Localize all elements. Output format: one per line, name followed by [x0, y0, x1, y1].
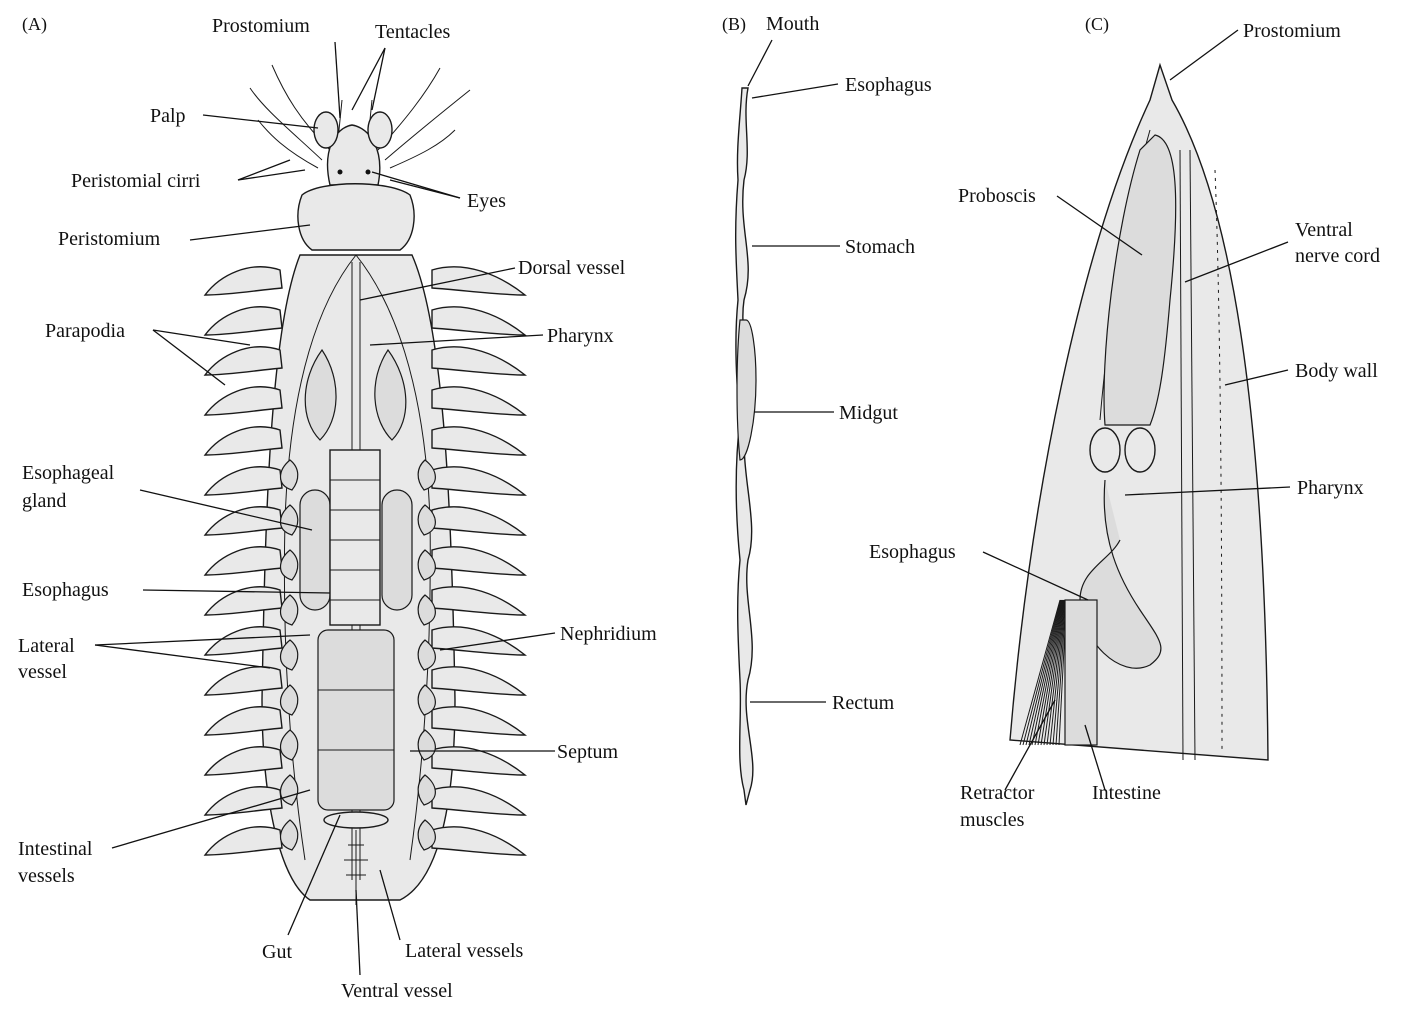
label-midgut: Midgut	[839, 402, 898, 424]
parapodium-left	[205, 827, 282, 855]
label-esophageal-gland-line2: gland	[22, 490, 66, 512]
label-prostomium-c: Prostomium	[1243, 20, 1341, 42]
label-proboscis: Proboscis	[958, 185, 1036, 207]
label-prostomium-a: Prostomium	[212, 15, 310, 37]
parapodium-right	[432, 827, 525, 855]
label-lateral-vessel-line1: Lateral	[18, 635, 75, 657]
label-ventral-nerve-cord-line1: Ventral	[1295, 219, 1353, 241]
panel-c-drawing	[1010, 65, 1268, 760]
label-esophagus-a: Esophagus	[22, 579, 109, 601]
label-rectum: Rectum	[832, 692, 895, 714]
label-esophageal-gland-line1: Esophageal	[22, 462, 115, 484]
parapodium-left	[205, 387, 282, 415]
parapodium-left	[205, 347, 282, 375]
label-mouth: Mouth	[766, 13, 819, 35]
label-peristomial-cirri: Peristomial cirri	[71, 170, 201, 192]
label-body-wall: Body wall	[1295, 360, 1378, 382]
label-nephridium: Nephridium	[560, 623, 657, 645]
parapodium-right	[432, 347, 525, 375]
parapodium-right	[432, 387, 525, 415]
panel-a-letter: (A)	[22, 14, 47, 35]
label-tentacles: Tentacles	[375, 21, 450, 43]
label-stomach: Stomach	[845, 236, 915, 258]
label-lateral-vessels: Lateral vessels	[405, 940, 523, 962]
label-pharynx-a: Pharynx	[547, 325, 614, 347]
panel-c-letter: (C)	[1085, 14, 1109, 35]
label-gut: Gut	[262, 941, 292, 963]
parapodium-right	[432, 307, 525, 335]
label-parapodia: Parapodia	[45, 320, 125, 342]
panel-b-letter: (B)	[722, 14, 746, 35]
label-lateral-vessel-line2: vessel	[18, 661, 67, 683]
label-pharynx-c: Pharynx	[1297, 477, 1364, 499]
label-intestinal-vessels-line1: Intestinal	[18, 838, 93, 860]
label-intestine: Intestine	[1092, 782, 1161, 804]
label-esophagus-b: Esophagus	[845, 74, 932, 96]
label-esophagus-c: Esophagus	[869, 541, 956, 563]
label-intestinal-vessels-line2: vessels	[18, 865, 75, 887]
label-peristomium: Peristomium	[58, 228, 161, 250]
label-retractor-muscles-line2: muscles	[960, 809, 1025, 831]
label-eyes: Eyes	[467, 190, 506, 212]
label-retractor-muscles-line1: Retractor	[960, 782, 1035, 804]
label-ventral-vessel: Ventral vessel	[341, 980, 453, 1002]
parapodium-left	[205, 307, 282, 335]
panel-b-drawing	[736, 88, 756, 805]
parapodium-right	[432, 267, 525, 295]
label-ventral-nerve-cord-line2: nerve cord	[1295, 245, 1380, 267]
label-septum: Septum	[557, 741, 619, 763]
label-dorsal-vessel: Dorsal vessel	[518, 257, 626, 279]
label-palp: Palp	[150, 105, 186, 127]
parapodium-left	[205, 267, 282, 295]
